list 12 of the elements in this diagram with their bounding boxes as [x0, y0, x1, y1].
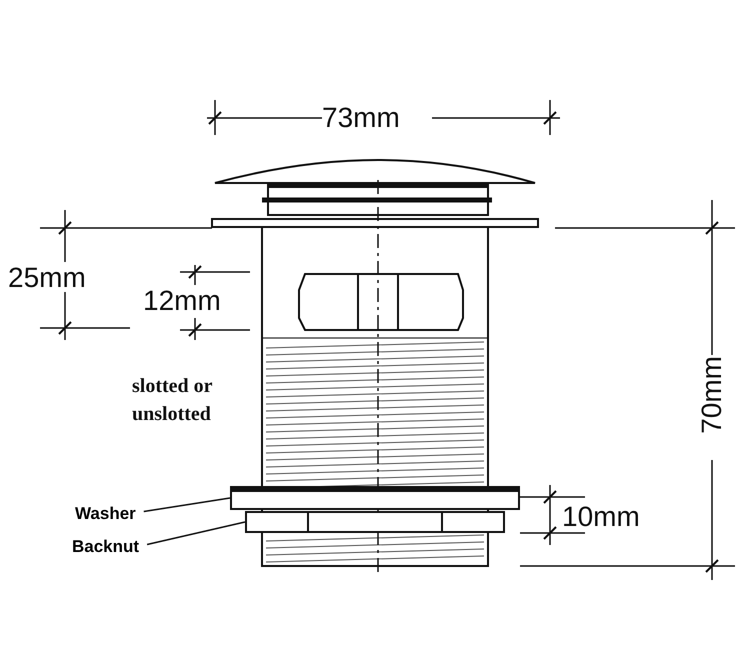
dimension-label: 70mm	[698, 356, 726, 434]
backnut-ring	[245, 511, 505, 533]
washer-ring	[230, 486, 520, 510]
leader-line	[144, 497, 230, 512]
dimension-label: 25mm	[8, 264, 86, 292]
dimension-label: 12mm	[143, 287, 221, 315]
note-text: slotted or unslotted	[132, 374, 214, 427]
part-label: Washer	[75, 505, 136, 522]
leader-line	[146, 521, 246, 546]
dimension-label: 73mm	[322, 104, 400, 132]
part-label: Backnut	[72, 538, 140, 555]
dimension-label: 10mm	[562, 503, 640, 531]
